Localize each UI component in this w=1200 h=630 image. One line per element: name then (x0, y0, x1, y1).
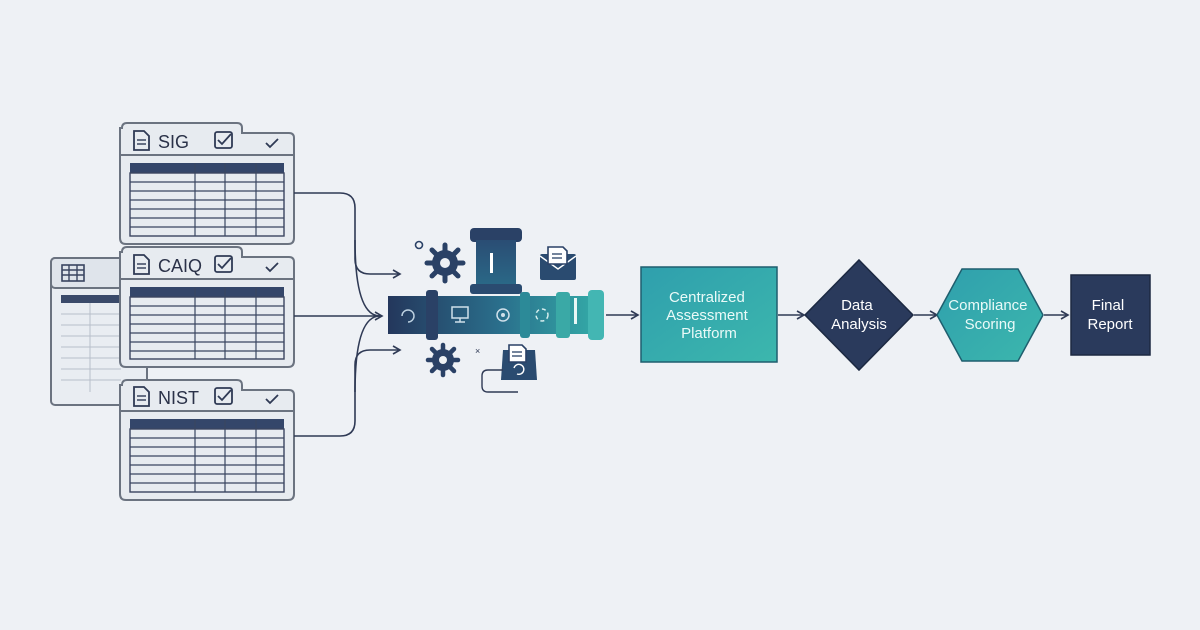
stage-label-line: Platform (681, 325, 737, 342)
small-marker-icon: × (475, 346, 480, 356)
connector-merge-bottom (354, 315, 381, 393)
document-icon (133, 254, 150, 275)
stage-label-line: Report (1087, 316, 1133, 333)
checkbox-icon (214, 387, 233, 405)
sync-icon (535, 308, 549, 322)
connector-sig (294, 192, 402, 279)
monitor-icon (451, 306, 469, 323)
source-title-sig: SIG (158, 132, 189, 152)
spreadsheet-icon (61, 264, 85, 282)
svg-text:Final Report: Final Report (1087, 297, 1133, 333)
checkbox-icon (214, 255, 233, 273)
gear-icon (425, 342, 461, 378)
source-document-caiq: CAIQ (119, 246, 295, 368)
small-connector (481, 369, 518, 393)
data-table (129, 163, 285, 237)
svg-text:Centralized Assessment: Centralized Assessment Platform (666, 289, 752, 342)
stage-label-line: Analysis (831, 316, 887, 333)
stage-compliance-scoring: Compliance Scoring (936, 268, 1044, 362)
gear-icon (496, 308, 510, 322)
stage-label-line: Final (1092, 297, 1125, 314)
svg-text:Data Analysis: Data Analysis (831, 297, 887, 333)
checkmark-icon (265, 262, 279, 273)
refresh-icon (401, 309, 415, 323)
checkmark-icon (265, 138, 279, 149)
source-document-sig: SIG (119, 122, 295, 245)
svg-text:Compliance Scoring: Compliance Scoring (948, 297, 1031, 333)
data-table (129, 287, 285, 360)
stage-data-analysis: Data Analysis (803, 258, 915, 372)
stage-final-report: Final Report (1070, 274, 1151, 356)
stage-label-line: Compliance (948, 297, 1027, 314)
dot-decoration (414, 240, 424, 250)
document-icon (133, 130, 150, 151)
data-table (129, 419, 285, 493)
checkbox-icon (214, 131, 233, 149)
source-connectors (294, 192, 402, 437)
source-title-nist: NIST (158, 388, 199, 408)
stage-label-line: Data (841, 297, 873, 314)
gear-icon (424, 242, 466, 284)
connector-merge-top (354, 239, 381, 317)
inbox-sync-icon (501, 344, 537, 380)
stage-label-line: Scoring (965, 316, 1016, 333)
source-title-caiq: CAIQ (158, 256, 202, 276)
envelope-icon (539, 246, 577, 280)
stage-label-line: Centralized (669, 289, 745, 306)
checkmark-icon (265, 394, 279, 405)
source-document-nist: NIST (119, 379, 295, 501)
data-pipeline (388, 228, 604, 340)
connector-nist (294, 345, 402, 437)
stage-label-line: Assessment (666, 307, 749, 324)
stage-centralized-assessment-platform: Centralized Assessment Platform (640, 266, 778, 363)
document-icon (133, 386, 150, 407)
